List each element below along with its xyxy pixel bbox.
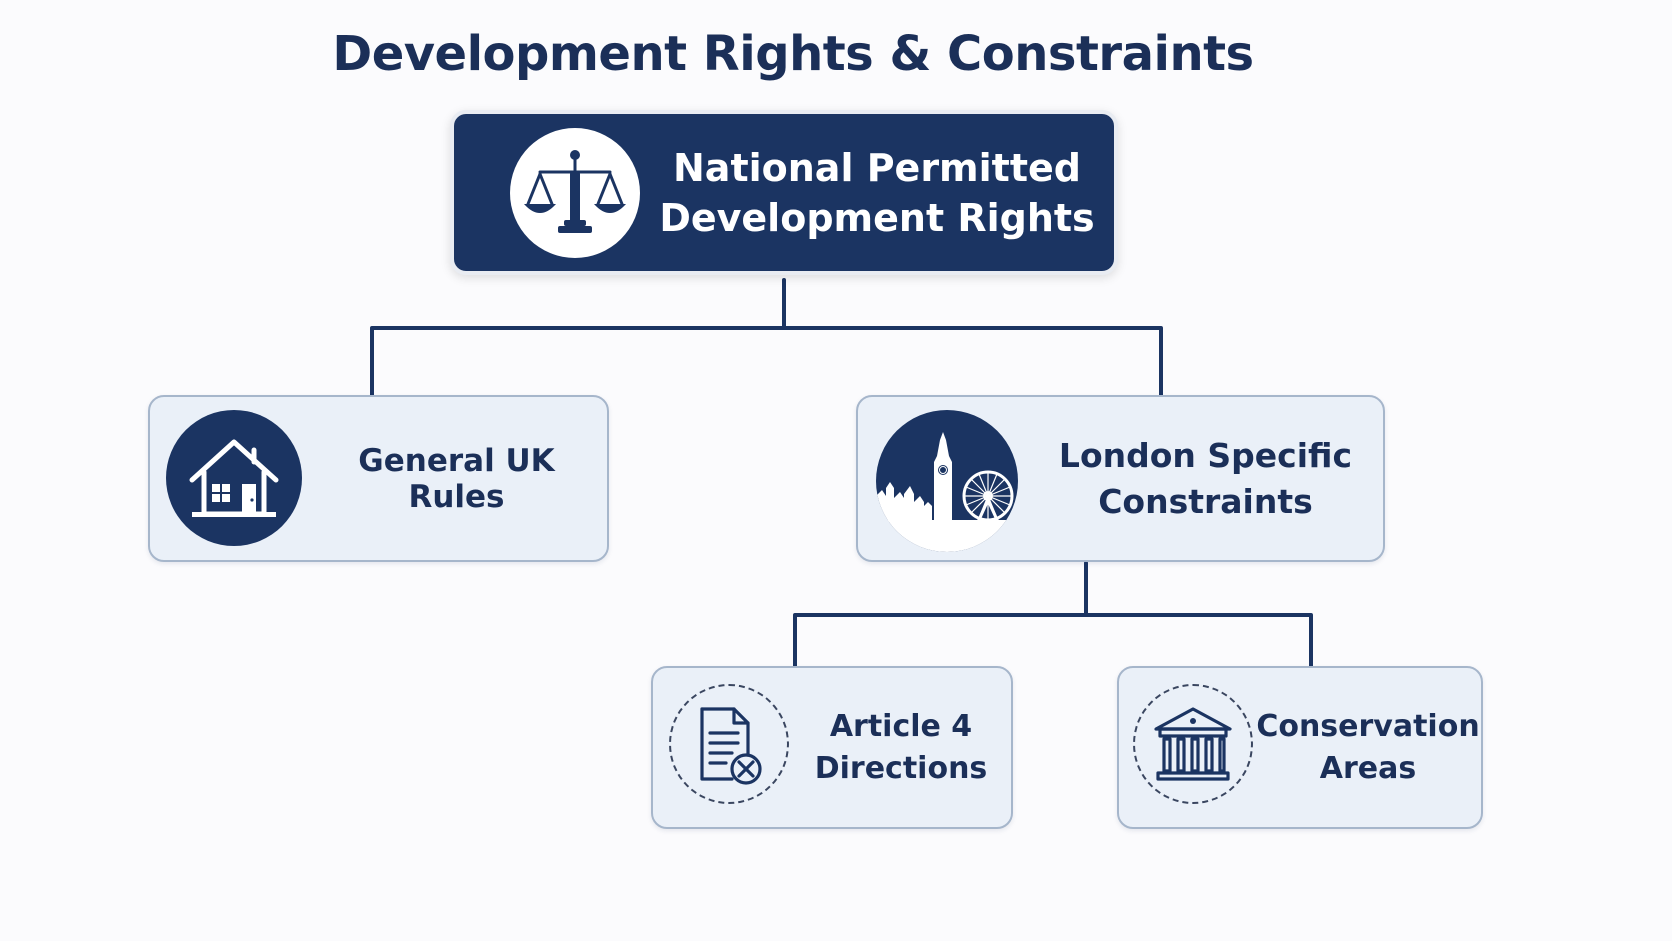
house-icon (166, 410, 302, 546)
article-4-label-line1: Article 4 (829, 708, 973, 744)
node-general-uk-rules: General UK Rules (148, 395, 609, 562)
root-node-label: National Permitted Development Rights (640, 114, 1114, 271)
classical-building-icon (1133, 684, 1253, 804)
conservation-label-line2: Areas (1319, 750, 1417, 786)
node-article-4-directions: Article 4 Directions (651, 666, 1013, 829)
connector-london-to-children (793, 561, 1313, 668)
root-node-national-rights: National Permitted Development Rights (450, 110, 1118, 275)
document-cancel-icon (669, 684, 789, 804)
conservation-areas-label: Conservation Areas (1256, 668, 1479, 827)
scales-icon (510, 128, 640, 258)
london-label-line2: Constraints (1098, 481, 1313, 521)
root-label-line2: Development Rights (659, 195, 1095, 240)
conservation-label-line1: Conservation (1256, 708, 1480, 744)
diagram-title: Development Rights & Constraints (332, 26, 1254, 82)
general-uk-rules-label: General UK Rules (358, 442, 555, 515)
london-skyline-icon (876, 410, 1018, 552)
london-constraints-label: London Specific Constraints (1028, 397, 1383, 560)
node-conservation-areas: Conservation Areas (1117, 666, 1483, 829)
article-4-label-line2: Directions (814, 750, 988, 786)
connector-root-to-children (370, 278, 1163, 397)
root-label-line1: National Permitted (673, 145, 1081, 190)
node-london-specific-constraints: London Specific Constraints (856, 395, 1385, 562)
article-4-label: Article 4 Directions (803, 668, 999, 827)
london-label-line1: London Specific (1058, 435, 1353, 475)
